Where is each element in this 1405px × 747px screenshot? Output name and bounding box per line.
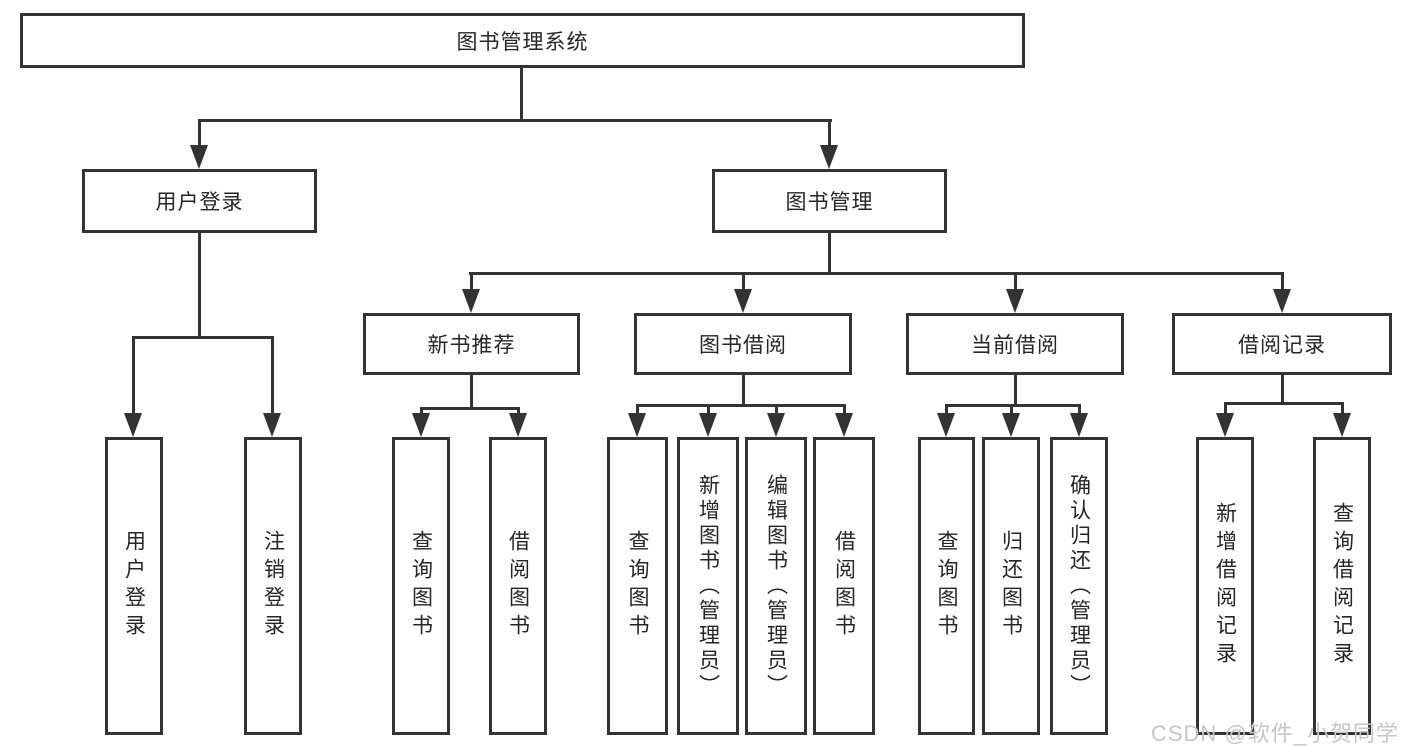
leaf-query-books-recommend: 查询图书 bbox=[392, 437, 450, 735]
leaf-edit-book-admin: 编辑图书（管理员） bbox=[745, 437, 807, 735]
connector-line bbox=[636, 404, 846, 407]
connector-line bbox=[707, 404, 710, 415]
connector-line bbox=[1010, 404, 1013, 415]
arrowhead-down-icon bbox=[820, 145, 838, 169]
connector-line bbox=[1078, 404, 1081, 415]
node-book-borrowing: 图书借阅 bbox=[634, 313, 852, 375]
leaf-logout: 注销登录 bbox=[244, 437, 302, 735]
connector-line bbox=[945, 404, 1081, 407]
arrowhead-down-icon bbox=[835, 413, 853, 437]
connector-line bbox=[132, 336, 274, 339]
connector-line bbox=[198, 119, 201, 149]
leaf-query-borrow-record: 查询借阅记录 bbox=[1313, 437, 1371, 735]
arrowhead-down-icon bbox=[734, 289, 752, 313]
arrowhead-down-icon bbox=[1070, 413, 1088, 437]
connector-line bbox=[469, 272, 1284, 275]
connector-line bbox=[742, 375, 745, 407]
connector-line bbox=[828, 233, 831, 275]
arrowhead-down-icon bbox=[412, 413, 430, 437]
node-current-borrowing: 当前借阅 bbox=[906, 313, 1124, 375]
arrowhead-down-icon bbox=[124, 413, 142, 437]
connector-line bbox=[470, 375, 473, 410]
connector-line bbox=[1341, 402, 1344, 415]
leaf-add-book-admin: 新增图书（管理员） bbox=[677, 437, 739, 735]
connector-line bbox=[828, 119, 831, 149]
connector-line bbox=[636, 404, 639, 415]
connector-line bbox=[945, 404, 948, 415]
connector-line bbox=[775, 404, 778, 415]
leaf-query-books-borrowing: 查询图书 bbox=[607, 437, 668, 735]
connector-line bbox=[1224, 402, 1344, 405]
arrowhead-down-icon bbox=[628, 413, 646, 437]
connector-line bbox=[198, 119, 832, 122]
arrowhead-down-icon bbox=[1002, 413, 1020, 437]
arrowhead-down-icon bbox=[1216, 413, 1234, 437]
node-user-login: 用户登录 bbox=[82, 169, 317, 233]
node-new-book-recommendation: 新书推荐 bbox=[363, 313, 580, 375]
arrowhead-down-icon bbox=[937, 413, 955, 437]
arrowhead-down-icon bbox=[263, 413, 281, 437]
connector-line bbox=[517, 407, 520, 415]
connector-line bbox=[420, 407, 520, 410]
leaf-return-books: 归还图书 bbox=[982, 437, 1040, 735]
connector-line bbox=[198, 233, 201, 339]
connector-line bbox=[843, 404, 846, 415]
connector-line bbox=[742, 272, 745, 291]
leaf-borrow-books-borrowing: 借阅图书 bbox=[813, 437, 875, 735]
connector-line bbox=[420, 407, 423, 415]
arrowhead-down-icon bbox=[190, 145, 208, 169]
arrowhead-down-icon bbox=[462, 289, 480, 313]
connector-line bbox=[1014, 272, 1017, 291]
csdn-watermark: CSDN @软件_小贺同学 bbox=[1150, 721, 1399, 746]
connector-line bbox=[271, 336, 274, 414]
arrowhead-down-icon bbox=[509, 413, 527, 437]
connector-line bbox=[470, 272, 473, 291]
arrowhead-down-icon bbox=[699, 413, 717, 437]
leaf-add-borrow-record: 新增借阅记录 bbox=[1196, 437, 1254, 735]
connector-line bbox=[1281, 375, 1284, 405]
connector-line bbox=[132, 336, 135, 414]
leaf-query-books-current: 查询图书 bbox=[918, 437, 975, 735]
leaf-confirm-return-admin: 确认归还（管理员） bbox=[1050, 437, 1108, 735]
connector-line bbox=[1224, 402, 1227, 415]
node-library-management-system: 图书管理系统 bbox=[20, 13, 1025, 68]
leaf-user-login: 用户登录 bbox=[105, 437, 163, 735]
arrowhead-down-icon bbox=[1006, 289, 1024, 313]
connector-line bbox=[1281, 272, 1284, 291]
node-borrowing-records: 借阅记录 bbox=[1172, 313, 1392, 375]
arrowhead-down-icon bbox=[767, 413, 785, 437]
arrowhead-down-icon bbox=[1273, 289, 1291, 313]
arrowhead-down-icon bbox=[1333, 413, 1351, 437]
node-book-management: 图书管理 bbox=[712, 169, 947, 233]
connector-line bbox=[1014, 375, 1017, 407]
leaf-borrow-books-recommend: 借阅图书 bbox=[489, 437, 547, 735]
connector-line bbox=[520, 68, 523, 121]
